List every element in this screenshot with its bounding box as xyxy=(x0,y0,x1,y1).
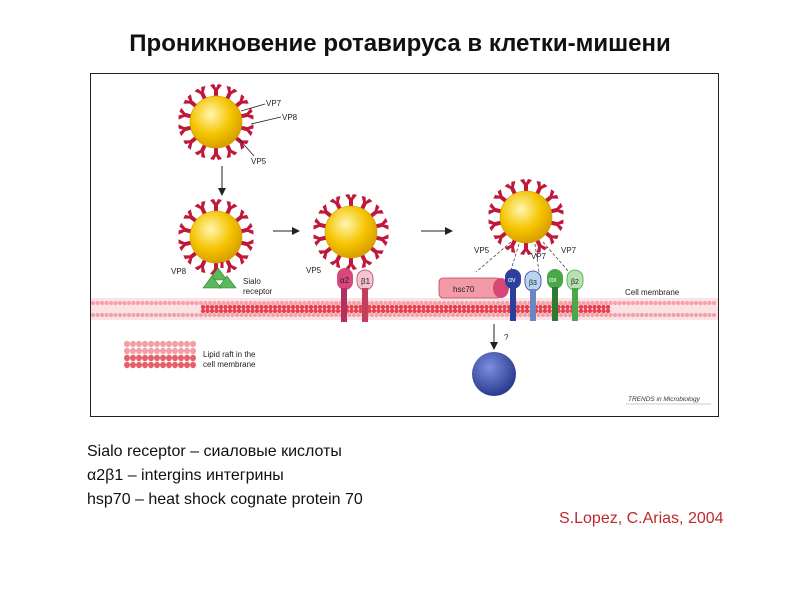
integrin-avb3: αv β3 xyxy=(505,269,542,321)
hsc70-protein: hsc70 xyxy=(438,277,509,299)
citation: S.Lopez, C.Arias, 2004 xyxy=(559,510,724,527)
lipid-raft-label-2: cell membrane xyxy=(203,360,256,369)
sialo-receptor-label: Sialo xyxy=(243,277,261,286)
virion-particle xyxy=(487,179,565,255)
lipid-raft-label: Lipid raft in the xyxy=(203,350,256,359)
cell-membrane xyxy=(91,298,718,320)
lipid-raft-legend xyxy=(124,340,196,369)
alpha-x-label: αx xyxy=(549,277,557,284)
vp5-label-2: VP5 xyxy=(306,266,322,275)
integrin-a2b1: α2 β1 xyxy=(337,268,374,322)
vp5-label-3: VP5 xyxy=(474,246,490,255)
hsc70-label: hsc70 xyxy=(453,285,475,294)
beta2-label: β2 xyxy=(571,279,579,286)
note-line: hsp70 – heat shock cognate protein 70 xyxy=(87,491,363,508)
vp8-label: VP8 xyxy=(282,113,298,122)
note-line: Sialo receptor – сиаловые кислоты xyxy=(87,443,342,460)
vp7-label-2: VP7 xyxy=(531,252,547,261)
vp7-label: VP7 xyxy=(266,99,282,108)
slide-title: Проникновение ротавируса в клетки-мишени xyxy=(129,30,671,57)
vp5-label: VP5 xyxy=(251,157,267,166)
notes-block: Sialo receptor – сиаловые кислоты α2β1 –… xyxy=(87,440,363,512)
alpha-v-label: αv xyxy=(508,277,516,284)
arrow-down-icon xyxy=(218,188,226,196)
cell-membrane-label: Cell membrane xyxy=(625,288,680,297)
virion-particle xyxy=(177,199,255,275)
vp7-label-3: VP7 xyxy=(561,246,577,255)
note-line: α2β1 – intergins интегрины xyxy=(87,467,284,484)
virion-particle xyxy=(177,84,255,160)
sialo-receptor-label-2: receptor xyxy=(243,287,273,296)
integrin-axb2: αx β2 xyxy=(547,269,584,321)
source-credit: TRENDS in Microbiology xyxy=(628,396,701,403)
arrow-down-icon-2 xyxy=(490,342,498,350)
virion-particle xyxy=(312,194,390,270)
sialo-receptor-icon xyxy=(208,267,228,281)
question-label: ? xyxy=(504,333,509,342)
vp8-label-2: VP8 xyxy=(171,267,187,276)
rotavirus-entry-diagram: VP7 VP8 VP5 VP8 Sialo receptor VP5 α2 β1 xyxy=(90,73,719,417)
arrow-right-icon xyxy=(292,227,300,235)
arrow-right-icon-2 xyxy=(445,227,453,235)
endosome-icon xyxy=(472,352,516,396)
beta1-label: β1 xyxy=(361,277,371,286)
beta3-label: β3 xyxy=(529,280,537,287)
alpha2-label: α2 xyxy=(340,276,350,285)
